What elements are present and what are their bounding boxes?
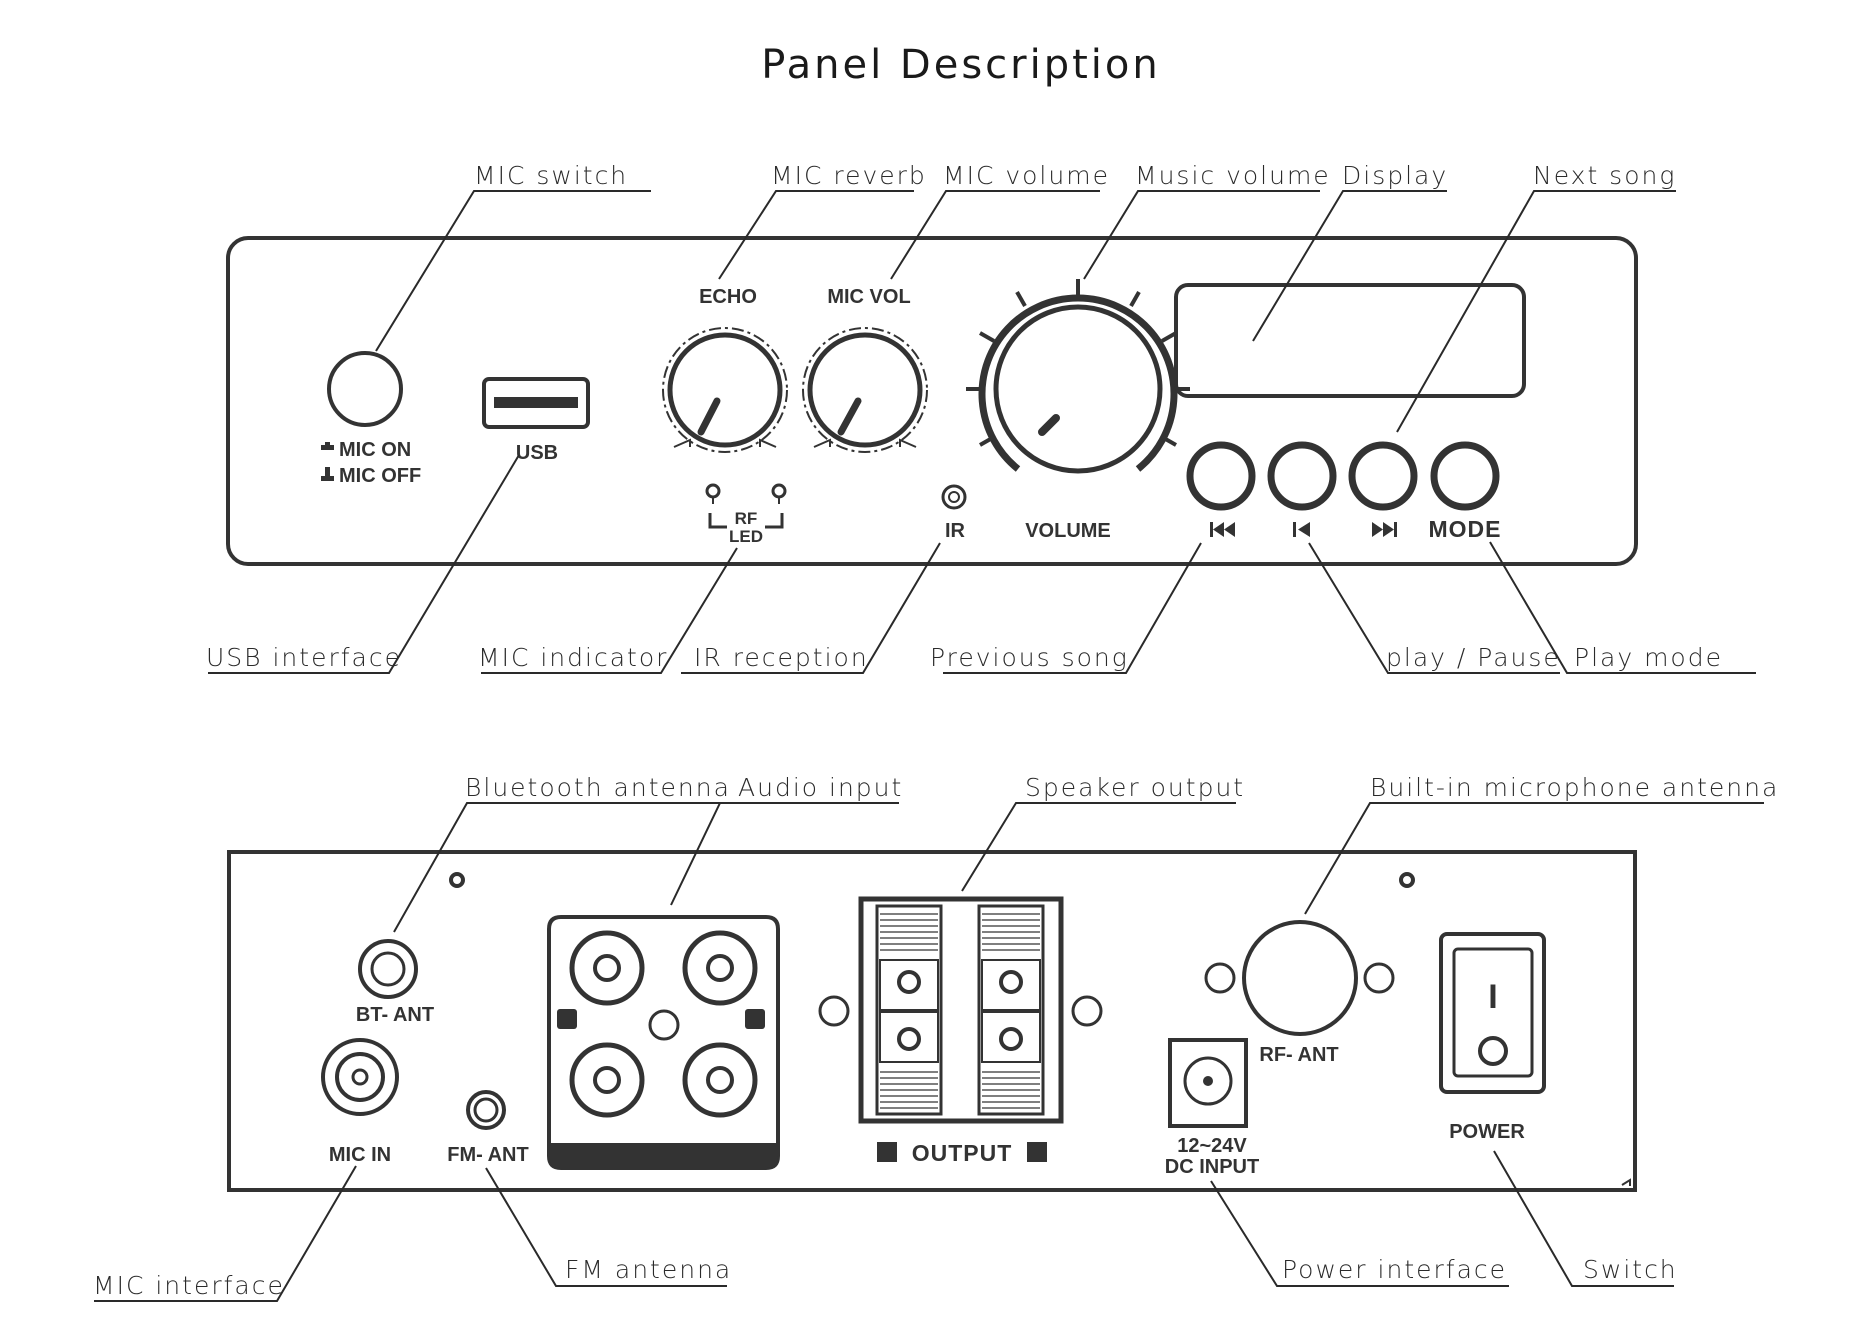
callout-music-volume: Music volume — [1135, 161, 1331, 190]
echo-knob: ECHO — [662, 286, 788, 453]
callout-previous-song: Previous song — [930, 643, 1129, 672]
mic-on-icon — [321, 442, 334, 450]
mic-in-jack: MIC IN — [321, 1038, 399, 1166]
bt-antenna-connector: BT- ANT — [356, 939, 434, 1026]
mode-label: MODE — [1429, 516, 1502, 542]
next-song-button — [1348, 441, 1418, 537]
dc-voltage-label: 12~24V — [1177, 1135, 1247, 1157]
front-panel: MIC ON MIC OFF USB ECHO MIC VOL — [226, 236, 1638, 566]
callout-play-mode: Play mode — [1574, 643, 1723, 672]
output-label: OUTPUT — [912, 1140, 1013, 1166]
rear-panel-outline — [227, 850, 1637, 1192]
callout-builtin-mic-antenna: Built-in microphone antenna — [1370, 773, 1779, 802]
callout-switch: Switch — [1583, 1255, 1678, 1284]
mic-vol-knob: MIC VOL — [802, 286, 928, 453]
front-panel-outline — [226, 236, 1638, 566]
mic-off-icon — [321, 467, 334, 481]
echo-label: ECHO — [699, 286, 757, 308]
mic-switch: MIC ON MIC OFF — [321, 351, 421, 487]
callout-mic-interface: MIC interface — [93, 1271, 285, 1300]
fm-antenna-connector: FM- ANT — [447, 1090, 529, 1166]
mode-button: MODE — [1429, 441, 1502, 542]
callout-speaker-output: Speaker output — [1025, 773, 1245, 802]
callout-bluetooth-antenna: Bluetooth antenna — [465, 773, 731, 802]
screw-hole-right — [1399, 872, 1415, 888]
power-switch: I POWER — [1439, 932, 1546, 1143]
rf-ant-label: RF- ANT — [1259, 1044, 1338, 1066]
terminal-ridges — [880, 913, 1040, 1109]
screw-hole-left — [449, 872, 465, 888]
speaker-output-terminals: OUTPUT — [818, 896, 1103, 1166]
callout-mic-volume: MIC volume — [943, 161, 1110, 190]
led-label: LED — [729, 527, 763, 546]
usb-label: USB — [516, 442, 558, 464]
display-screen — [1174, 283, 1526, 398]
mic-in-label: MIC IN — [329, 1144, 391, 1166]
callout-fm-antenna: FM antenna — [565, 1255, 732, 1284]
play-pause-icon — [1293, 522, 1310, 537]
rf-antenna-connector: RF- ANT — [1204, 920, 1395, 1066]
callout-mic-switch: MIC switch — [474, 161, 628, 190]
callout-play-pause: play / Pause — [1386, 643, 1561, 672]
callout-next-song: Next song — [1533, 161, 1676, 190]
callout-display: Display — [1342, 161, 1448, 190]
diagram-title: Panel Description — [761, 42, 1160, 88]
bt-ant-label: BT- ANT — [356, 1004, 434, 1026]
front-callouts: MIC switch MIC reverb MIC volume Music v… — [206, 161, 1756, 674]
callout-audio-input: Audio input — [738, 773, 903, 802]
usb-port: USB — [482, 377, 590, 464]
previous-song-icon — [1210, 522, 1235, 537]
callout-usb-interface: USB interface — [206, 643, 402, 672]
next-song-icon — [1372, 522, 1397, 537]
rf-led-indicator: RF LED — [705, 483, 787, 546]
callout-power-interface: Power interface — [1282, 1255, 1507, 1284]
callout-mic-indicator: MIC indicator — [478, 643, 668, 672]
mic-on-label: MIC ON — [339, 439, 411, 461]
volume-knob: VOLUME — [966, 279, 1190, 542]
dc-input-jack: 12~24V DC INPUT — [1165, 1038, 1259, 1178]
rf-label: RF — [735, 509, 758, 528]
ir-label: IR — [945, 520, 966, 542]
callout-mic-reverb: MIC reverb — [771, 161, 927, 190]
power-switch-on-mark: I — [1488, 978, 1497, 1016]
mic-vol-label: MIC VOL — [827, 286, 910, 308]
volume-scale-ticks — [966, 279, 1190, 447]
ir-receiver: IR — [941, 484, 967, 542]
callout-ir-reception: IR reception — [694, 643, 869, 672]
volume-label: VOLUME — [1025, 520, 1111, 542]
rear-callouts: Bluetooth antenna Audio input Speaker ou… — [93, 773, 1779, 1302]
rear-panel: BT- ANT MIC IN FM- ANT — [227, 850, 1637, 1192]
audio-input-rca-block — [547, 915, 780, 1170]
dc-input-label: DC INPUT — [1165, 1156, 1259, 1178]
previous-song-button — [1186, 441, 1256, 537]
power-label: POWER — [1449, 1121, 1525, 1143]
mic-off-label: MIC OFF — [339, 465, 421, 487]
play-pause-button — [1267, 441, 1337, 537]
fm-ant-label: FM- ANT — [447, 1144, 528, 1166]
